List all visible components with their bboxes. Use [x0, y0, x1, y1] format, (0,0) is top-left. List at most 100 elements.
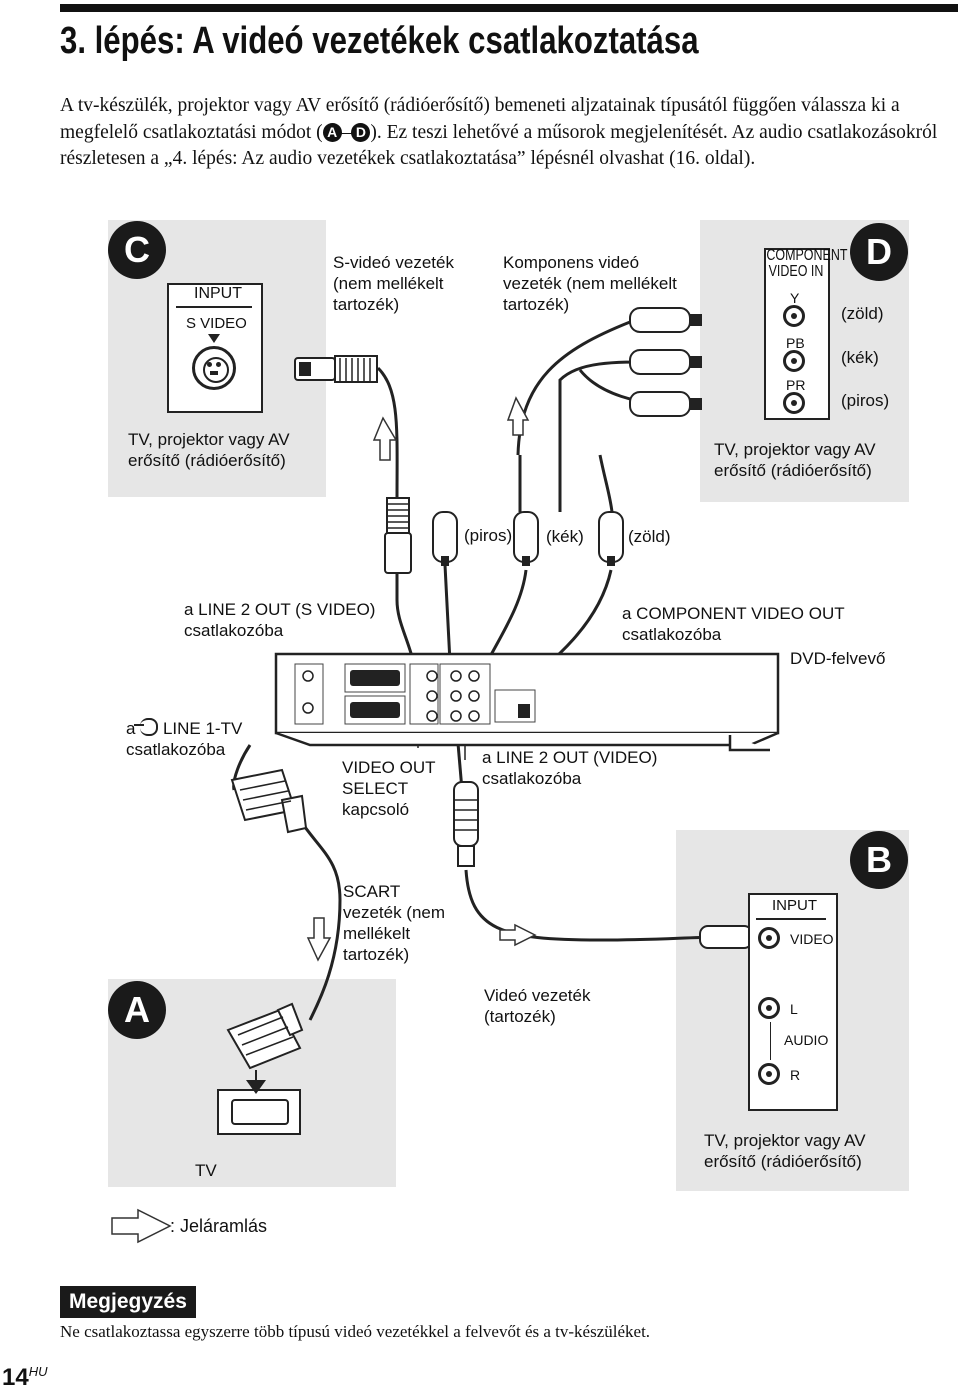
- input-divider-b: [756, 918, 826, 920]
- signal-arrows: [306, 396, 537, 962]
- scart-cable-label: SCART vezeték (nem mellékelt tartozék): [343, 881, 445, 965]
- scart-plug-bottom: [226, 1002, 304, 1070]
- legend-arrow-icon: [111, 1208, 172, 1244]
- plug-color-green: (zöld): [628, 527, 671, 546]
- device-label-c: TV, projektor vagy AV erősítő (rádióerős…: [128, 429, 290, 471]
- device-label-c-line1: TV, projektor vagy AV: [128, 430, 290, 449]
- component-cable-label: Komponens videó vezeték (nem mellékelt t…: [503, 252, 677, 315]
- input-label-c: INPUT: [194, 285, 242, 302]
- scart-cable-l3: mellékelt: [343, 924, 411, 943]
- scart-plug-top: [230, 768, 308, 834]
- line1-label: a LINE 1-TV csatlakozóba: [126, 718, 242, 760]
- audio-label-b: AUDIO: [784, 1032, 829, 1048]
- page-lang: HU: [28, 1364, 48, 1379]
- component-in-title-l2: VIDEO IN: [768, 263, 824, 280]
- jack-pr: [783, 392, 805, 414]
- down-triangle-icon: [208, 334, 220, 343]
- component-in-title: COMPONENT VIDEO IN: [766, 247, 848, 280]
- intro-text-1: A tv-készülék, projektor vagy AV erősítő…: [60, 95, 900, 143]
- svideo-cable-l3: tartozék): [333, 295, 400, 314]
- jack-y-label: Y: [790, 290, 800, 306]
- device-label-c-line2: erősítő (rádióerősítő): [128, 451, 286, 470]
- legend-text: : Jeláramlás: [170, 1216, 268, 1236]
- component-cable-l2: vezeték (nem mellékelt: [503, 274, 677, 293]
- svideo-cable-label: S-videó vezeték (nem mellékelt tartozék): [333, 252, 454, 315]
- jack-audio-r: [758, 1063, 780, 1085]
- scart-cable-l1: SCART: [343, 882, 401, 901]
- line1-l2: csatlakozóba: [126, 740, 226, 759]
- tv-scart-socket: [217, 1089, 301, 1135]
- video-cable-label: Videó vezeték (tartozék): [484, 985, 590, 1027]
- line2-video-l1: a LINE 2 OUT (VIDEO): [482, 748, 658, 767]
- component-cable-l3: tartozék): [503, 295, 570, 314]
- jack-pb-color: (kék): [841, 348, 879, 367]
- badge-a: A: [108, 981, 166, 1039]
- svideo-cable-l2: (nem mellékelt: [333, 274, 444, 293]
- device-label-b-l1: TV, projektor vagy AV: [704, 1131, 866, 1150]
- audio-l-label: L: [790, 1001, 798, 1017]
- component-out-l2: csatlakozóba: [622, 625, 722, 644]
- note-text: Ne csatlakoztassa egyszerre több típusú …: [60, 1322, 651, 1341]
- line2-svideo-l2: csatlakozóba: [184, 621, 284, 640]
- scart-cable-l4: tartozék): [343, 945, 410, 964]
- video-plug: [453, 781, 479, 867]
- input-label-b: INPUT: [772, 897, 817, 914]
- line1-suffix: LINE 1-TV: [162, 719, 243, 738]
- video-cable-l2: (tartozék): [484, 1007, 556, 1026]
- line2-svideo-label: a LINE 2 OUT (S VIDEO) csatlakozóba: [184, 599, 375, 641]
- page-number-value: 14: [2, 1364, 29, 1391]
- jack-y-color: (zöld): [841, 304, 884, 323]
- line1-prefix: a: [126, 719, 136, 738]
- jack-pr-label: PR: [786, 377, 806, 393]
- badge-a-inline: A: [322, 122, 342, 142]
- component-in-box: [764, 248, 830, 420]
- intro-text-2: ). Ez teszi lehetővé a műsorok megjelení…: [60, 121, 938, 170]
- device-label-b: TV, projektor vagy AV erősítő (rádióerős…: [704, 1130, 866, 1172]
- video-out-select-l2: SELECT: [342, 779, 409, 798]
- badge-c: C: [108, 221, 166, 279]
- video-out-select-l3: kapcsoló: [342, 800, 410, 819]
- video-cable-l1: Videó vezeték: [484, 986, 591, 1005]
- component-plugs-top: [629, 307, 691, 417]
- svideo-jack-icon: [192, 346, 236, 390]
- line-input-icon: [134, 718, 159, 736]
- input-divider-c: [176, 306, 252, 308]
- plug-color-blue: (kék): [546, 527, 584, 546]
- svideo-jack-label: S VIDEO: [186, 315, 247, 332]
- badge-d: D: [850, 223, 908, 281]
- device-label-d: TV, projektor vagy AV erősítő (rádióerős…: [714, 439, 876, 481]
- component-cable-l1: Komponens videó: [503, 253, 640, 272]
- plug-color-red: (piros): [464, 526, 513, 545]
- jack-y: [783, 305, 805, 327]
- video-out-select-l1: VIDEO OUT: [342, 758, 436, 777]
- line2-svideo-l1: a LINE 2 OUT (S VIDEO): [184, 600, 376, 619]
- component-in-title-l1: COMPONENT: [766, 247, 848, 264]
- scart-cable-l2: vezeték (nem: [343, 903, 446, 922]
- jack-pr-color: (piros): [841, 391, 890, 410]
- badge-d-inline: D: [351, 122, 371, 142]
- device-label-b-l2: erősítő (rádióerősítő): [704, 1152, 862, 1171]
- jack-pb: [783, 350, 805, 372]
- component-out-l1: a COMPONENT VIDEO OUT: [622, 604, 845, 623]
- note-heading: Megjegyzés: [60, 1286, 196, 1318]
- dvd-recorder: [274, 652, 780, 752]
- header-rule: [60, 4, 958, 12]
- page-title: 3. lépés: A videó vezetékek csatlakoztat…: [60, 20, 699, 62]
- badge-b: B: [850, 831, 908, 889]
- device-label-a: TV: [195, 1161, 217, 1180]
- component-out-label: a COMPONENT VIDEO OUT csatlakozóba: [622, 603, 845, 645]
- device-label-d-l1: TV, projektor vagy AV: [714, 440, 876, 459]
- page-number: 14HU: [2, 1364, 47, 1392]
- jack-audio-l: [758, 997, 780, 1019]
- video-label-b: VIDEO: [790, 931, 834, 947]
- jack-video-b: [758, 927, 780, 949]
- jack-pb-label: PB: [786, 335, 805, 351]
- dvd-recorder-label: DVD-felvevő: [790, 649, 886, 668]
- line2-video-l2: csatlakozóba: [482, 769, 582, 788]
- intro-paragraph: A tv-készülék, projektor vagy AV erősítő…: [60, 93, 940, 173]
- video-out-select-label: VIDEO OUT SELECT kapcsoló: [342, 757, 436, 820]
- svideo-cable-wire: [376, 366, 399, 501]
- device-label-d-l2: erősítő (rádióerősítő): [714, 461, 872, 480]
- component-plugs-bottom: [432, 511, 624, 563]
